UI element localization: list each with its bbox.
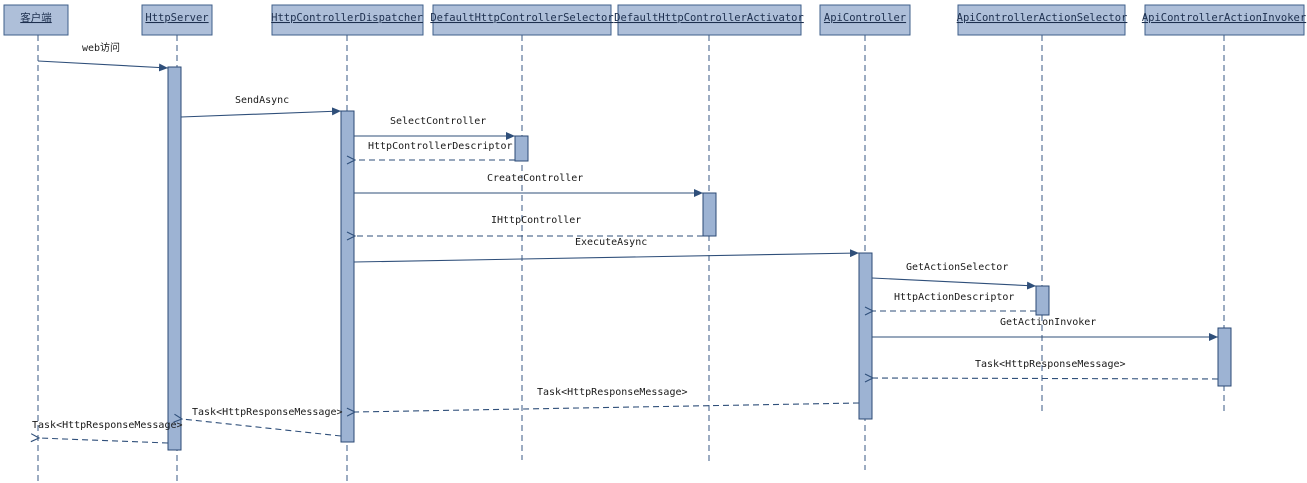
message-execute-async: ExecuteAsync [353, 237, 860, 263]
activation-activator [702, 192, 717, 237]
message-label-select-controller: SelectController [390, 116, 486, 127]
message-task-from-dispatcher: Task<HttpResponseMessage> [182, 407, 343, 437]
participant-label-httpserver: HttpServer [145, 12, 208, 24]
activation-actioninvoker [1217, 327, 1232, 387]
message-label-get-action-selector: GetActionSelector [906, 262, 1008, 273]
message-task-from-invoker: Task<HttpResponseMessage> [873, 359, 1219, 379]
participant-label-actionselector: ApiControllerActionSelector [957, 12, 1128, 24]
message-label-controller-descriptor: HttpControllerDescriptor [368, 141, 513, 152]
participant-label-actioninvoker: ApiControllerActionInvoker [1142, 12, 1306, 24]
participant-actionselector: ApiControllerActionSelector [957, 4, 1128, 36]
participant-apicontroller: ApiController [819, 4, 911, 36]
message-label-action-descriptor: HttpActionDescriptor [894, 292, 1014, 303]
participant-selector: DefaultHttpControllerSelector [430, 4, 614, 36]
participant-httpserver: HttpServer [141, 4, 213, 36]
message-web-access: web访问 [37, 41, 169, 72]
message-create-controller: CreateController [354, 173, 703, 197]
message-get-action-invoker: GetActionInvoker [872, 317, 1218, 341]
message-ihttpcontroller: IHttpController [355, 215, 703, 236]
message-send-async: SendAsync [180, 95, 342, 118]
message-label-web-access: web访问 [82, 41, 120, 54]
message-get-action-selector: GetActionSelector [871, 262, 1037, 290]
participant-label-client: 客户端 [20, 11, 52, 24]
message-label-task-from-dispatcher: Task<HttpResponseMessage> [192, 407, 343, 418]
participant-client: 客户端 [3, 4, 69, 36]
message-label-task-from-apicontroller: Task<HttpResponseMessage> [537, 387, 688, 398]
activation-httpserver [167, 66, 182, 451]
participant-dispatcher: HttpControllerDispatcher [271, 4, 424, 36]
message-task-from-httpserver: Task<HttpResponseMessage> [32, 420, 183, 444]
message-label-get-action-invoker: GetActionInvoker [1000, 317, 1096, 328]
activation-apicontroller [858, 252, 873, 420]
participant-label-selector: DefaultHttpControllerSelector [430, 12, 613, 24]
message-label-task-from-httpserver: Task<HttpResponseMessage> [32, 420, 183, 431]
message-label-send-async: SendAsync [235, 95, 289, 106]
activation-actionselector [1035, 285, 1050, 316]
message-label-ihttpcontroller: IHttpController [491, 215, 581, 226]
participant-actioninvoker: ApiControllerActionInvoker [1142, 4, 1306, 36]
message-label-task-from-invoker: Task<HttpResponseMessage> [975, 359, 1126, 370]
participant-label-activator: DefaultHttpControllerActivator [614, 12, 804, 24]
participant-label-apicontroller: ApiController [824, 12, 906, 24]
message-label-execute-async: ExecuteAsync [575, 237, 647, 248]
message-label-create-controller: CreateController [487, 173, 583, 184]
activation-selector [514, 135, 529, 162]
activation-dispatcher [340, 110, 355, 443]
message-select-controller: SelectController [354, 116, 515, 140]
participant-label-dispatcher: HttpControllerDispatcher [271, 12, 423, 24]
message-action-descriptor: HttpActionDescriptor [873, 292, 1036, 311]
participant-activator: DefaultHttpControllerActivator [614, 4, 804, 36]
message-controller-descriptor: HttpControllerDescriptor [355, 141, 515, 160]
message-task-from-apicontroller: Task<HttpResponseMessage> [355, 387, 860, 412]
